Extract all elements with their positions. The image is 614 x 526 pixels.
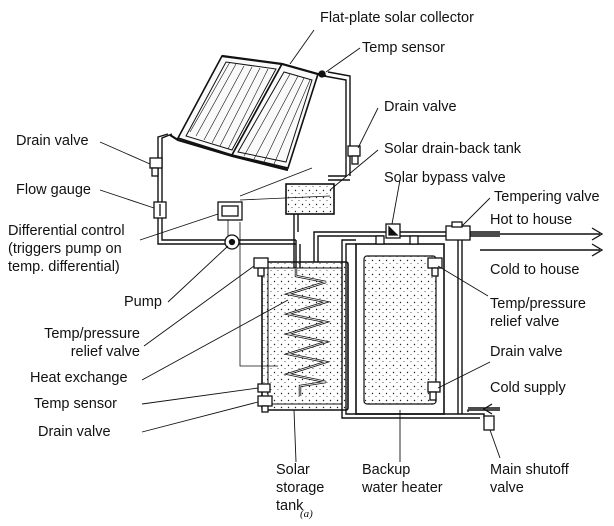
label-pump: Pump xyxy=(124,294,162,310)
label-tp-relief-left-2: relief valve xyxy=(70,344,140,360)
label-drain-back-tank: Solar drain-back tank xyxy=(384,141,522,157)
label-cold-to-house: Cold to house xyxy=(490,262,580,278)
label-tp-relief-right-1: Temp/pressure xyxy=(490,296,586,312)
label-main-shutoff-2: valve xyxy=(490,480,524,496)
label-drain-valve-backup: Drain valve xyxy=(490,344,563,360)
label-heat-exchange: Heat exchange xyxy=(30,370,128,386)
label-drain-valve-right: Drain valve xyxy=(384,99,457,115)
label-flat-plate-collector: Flat-plate solar collector xyxy=(320,10,474,26)
label-tp-relief-right-2: relief valve xyxy=(490,314,560,330)
label-backup-water-heater-2: water heater xyxy=(362,480,443,496)
label-solar-storage-tank-3: tank xyxy=(276,498,304,514)
fittings xyxy=(149,70,495,431)
drain-back-tank-drawing xyxy=(285,183,335,215)
label-hot-to-house: Hot to house xyxy=(490,212,573,228)
solar-storage-tank-drawing xyxy=(261,261,349,411)
label-cold-supply: Cold supply xyxy=(490,380,566,396)
label-backup-water-heater-1: Backup xyxy=(362,462,411,478)
label-solar-storage-tank-1: Solar xyxy=(276,462,310,478)
label-drain-valve-left: Drain valve xyxy=(16,133,89,149)
label-drain-valve-bottom: Drain valve xyxy=(38,424,111,440)
label-differential-control-2: (triggers pump on xyxy=(8,241,122,257)
label-temp-sensor-bottom: Temp sensor xyxy=(34,396,118,412)
label-tp-relief-left-1: Temp/pressure xyxy=(44,326,140,342)
label-tempering-valve: Tempering valve xyxy=(494,189,600,205)
flow-arrows xyxy=(482,227,604,415)
label-solar-storage-tank-2: storage xyxy=(276,480,325,496)
label-flow-gauge: Flow gauge xyxy=(16,182,91,198)
label-temp-sensor-top: Temp sensor xyxy=(362,40,446,56)
solar-collector-panels xyxy=(169,54,327,172)
figure-caption: (a) xyxy=(300,508,313,520)
label-differential-control-3: temp. differential) xyxy=(8,259,120,275)
leader-lines xyxy=(99,29,501,463)
label-solar-bypass-valve: Solar bypass valve xyxy=(384,170,506,186)
label-main-shutoff-1: Main shutoff xyxy=(490,462,569,478)
label-differential-control-1: Differential control xyxy=(8,223,125,239)
